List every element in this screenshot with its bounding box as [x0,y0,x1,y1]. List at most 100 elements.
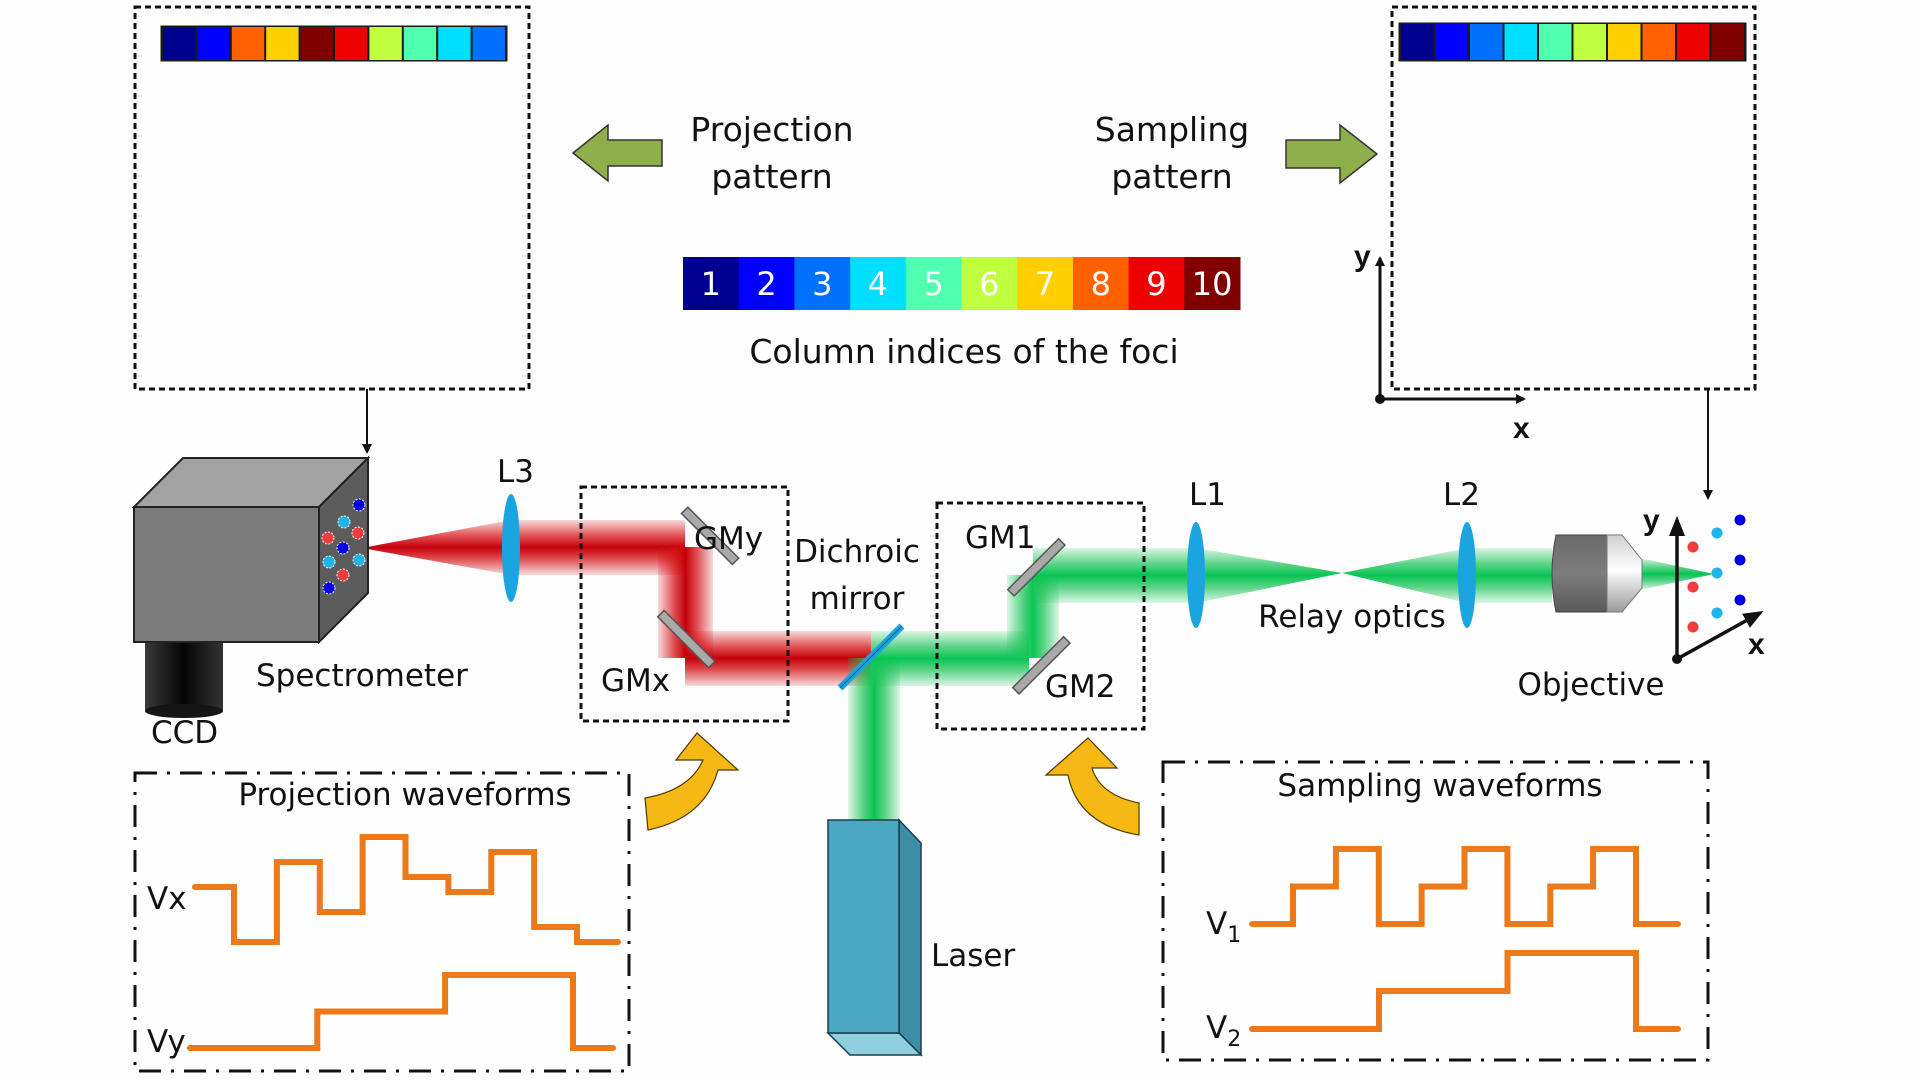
emission-cone [362,520,511,575]
lens-l1-label: L1 [1189,477,1226,513]
lens-l2 [1458,522,1476,628]
sample-x-axis [1676,611,1764,661]
focus-spot [1734,514,1746,526]
focus-spot [1734,594,1746,606]
galvo-mirror-gmy [680,506,740,566]
galvo-mirror-gm1 [1006,537,1067,598]
colorbar-cell [1470,24,1503,60]
lens-l2-label: L2 [1443,477,1480,513]
v1-label: V1 [1206,906,1241,948]
v2-waveform [1249,950,1681,1032]
colorbar-cell [1677,24,1710,60]
pattern-axes-origin [1375,394,1385,404]
excitation-beam-segment [1033,548,1196,603]
colorbar-cell-label: 8 [1091,265,1111,303]
curved-arrow-projection-icon [644,732,740,831]
focus-spot [1711,607,1723,619]
projection-galvo-box [579,485,790,723]
sampling-pattern-panel [1390,5,1757,391]
objective-body [1551,534,1608,613]
colorbar-cell [1573,24,1606,60]
gmy-label: GMy [694,521,763,557]
emission-beam-segment [685,631,871,686]
gm2-label: GM2 [1045,669,1116,705]
vx-label: Vx [147,881,187,917]
focus-spot [1687,621,1699,633]
objective-lens [1551,534,1643,613]
focus-spot [1734,554,1746,566]
projection-waveforms-title: Projection waveforms [238,777,571,813]
colorbar-cell [472,27,505,60]
pattern-y-axis-label: y [1354,240,1371,273]
spectral-spot [336,568,350,582]
colorbar-cell-label: 3 [812,265,832,303]
projection-waveforms-panel: Projection waveforms Vx Vy [133,771,631,1073]
dichroic-label-line2: mirror [810,581,905,617]
colorbar-cell [794,257,851,310]
colorbar-cell [438,27,471,60]
spectral-spot [321,531,335,545]
sample-x-axis-label: x [1748,628,1765,661]
colorbar-cell [738,257,795,310]
vy-label: Vy [147,1024,186,1060]
lens-l1 [1187,522,1205,628]
spectral-spot [352,498,366,512]
colorbar-cell-label: 2 [756,265,776,303]
relay-cone-2 [1342,548,1467,603]
relay-optics-label: Relay optics [1258,599,1446,635]
emission-beam-segment [511,520,685,575]
vy-waveform [187,972,616,1051]
projection-pattern-label-line2: pattern [711,157,832,196]
left-pointing-arrow-icon [571,123,663,183]
colorbar-cell-label: 1 [701,265,721,303]
focus-spot [1711,527,1723,539]
vx-waveform [192,834,621,945]
galvo-mirror-gmx [656,609,717,669]
projection-pattern-colorbar [160,25,508,62]
colorbar-cell [1017,257,1074,310]
sample-axes-origin [1672,654,1682,664]
colorbar-cell [1072,257,1130,310]
right-pointing-arrow-icon [1285,123,1379,185]
sampling-waveforms-panel: Sampling waveforms V1 V2 [1161,760,1710,1062]
objective-tip [1606,534,1643,613]
v1-waveform [1249,846,1681,927]
projection-waveforms-frame [133,771,631,1073]
colorbar-cell [266,27,299,60]
colorbar-cell [1539,24,1572,60]
colorbar-cell [1608,24,1641,60]
relay-cone-1 [1196,548,1342,603]
colorbar-caption: Column indices of the foci [749,332,1178,371]
projection-pattern-frame [133,5,531,391]
colorbar-cell [1128,257,1185,310]
lens-l3-label: L3 [497,454,534,490]
colorbar-cell [961,257,1018,310]
spectrometer-spots [321,498,366,595]
colorbar-cell-label: 5 [923,265,943,303]
colorbar-cell [369,27,402,60]
colorbar-cell [1642,24,1675,60]
colorbar-cell-label: 7 [1035,265,1055,303]
colorbar-cell [163,27,196,60]
ccd-label: CCD [151,715,218,751]
colorbar-cell [905,257,962,310]
spectrometer-label: Spectrometer [256,658,468,694]
colorbar-cell-label: 6 [979,265,999,303]
dichroic-mirror-edge [839,625,903,689]
colorbar-cell [1184,257,1241,310]
laser-front-face [827,819,900,1034]
sampling-pattern-label-line1: Sampling [1095,110,1249,149]
ccd-camera-base [145,704,223,718]
dichroic-label-line1: Dichroic [794,534,920,570]
colorbar-cell [1504,24,1537,60]
spectral-spot [322,581,336,595]
excitation-beam-segment [1467,548,1552,603]
pattern-x-axis-label: x [1513,412,1530,445]
sampling-galvo-box [935,501,1146,731]
colorbar-cell-label: 10 [1192,265,1233,303]
spectral-spot [337,515,351,529]
colorbar-cell [403,27,437,60]
lens-l3 [502,494,520,602]
